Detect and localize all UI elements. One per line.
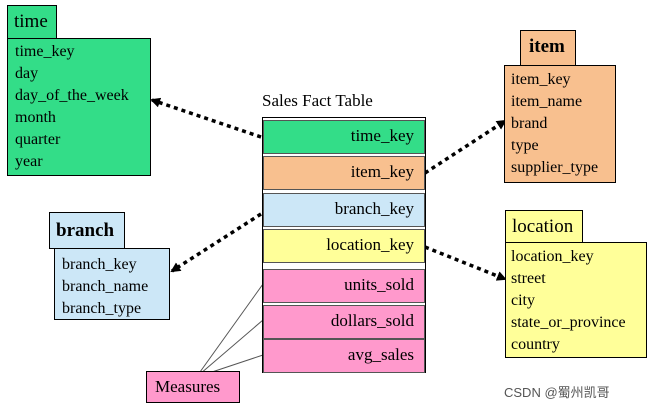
item-attribute: brand — [511, 115, 548, 132]
item-attribute: supplier_type — [511, 159, 599, 176]
fact-table-title: Sales Fact Table — [262, 91, 373, 110]
item-attribute: item_name — [511, 93, 583, 110]
item-attribute: item_key — [511, 71, 571, 88]
arrow-location-key — [424, 245, 507, 281]
location-title: location — [505, 210, 583, 243]
time-attribute: day — [15, 65, 39, 82]
measures-label: Measures — [146, 371, 240, 403]
fact-key-cell: location_key — [263, 229, 425, 263]
arrow-branch-key — [170, 212, 262, 273]
branch-attribute: branch_name — [62, 278, 149, 295]
location-attribute: state_or_province — [511, 314, 626, 331]
time-attribute: year — [15, 153, 43, 170]
time-attribute: quarter — [15, 131, 61, 148]
location-attribute: city — [511, 292, 535, 309]
branch-title: branch — [49, 212, 125, 249]
measures-line-dollars — [199, 319, 264, 375]
branch-attribute: branch_type — [62, 300, 142, 317]
time-title: time — [7, 5, 57, 41]
fact-measure-cell: dollars_sold — [263, 305, 425, 339]
fact-key-cell: item_key — [263, 156, 425, 190]
location-attribute: street — [511, 270, 546, 287]
time-attribute: time_key — [15, 43, 75, 60]
fact-measure-cell: avg_sales — [263, 339, 425, 373]
arrow-item-key — [424, 119, 507, 175]
location-attribute: country — [511, 336, 560, 353]
fact-key-cell: branch_key — [263, 193, 425, 227]
item-attribute: type — [511, 137, 539, 154]
time-attribute: month — [15, 109, 56, 126]
measures-line-units — [199, 283, 264, 373]
time-attribute: day_of_the_week — [15, 87, 129, 104]
branch-attribute: branch_key — [62, 256, 137, 273]
arrow-time-key — [150, 97, 262, 139]
item-title: item — [520, 30, 576, 66]
fact-measure-cell: units_sold — [263, 269, 425, 303]
branch-table: branch_key branch_name branch_type — [54, 248, 170, 320]
watermark: CSDN @蜀州凯哥 — [504, 385, 610, 400]
fact-key-cell: time_key — [263, 120, 425, 154]
location-attribute: location_key — [511, 248, 594, 265]
